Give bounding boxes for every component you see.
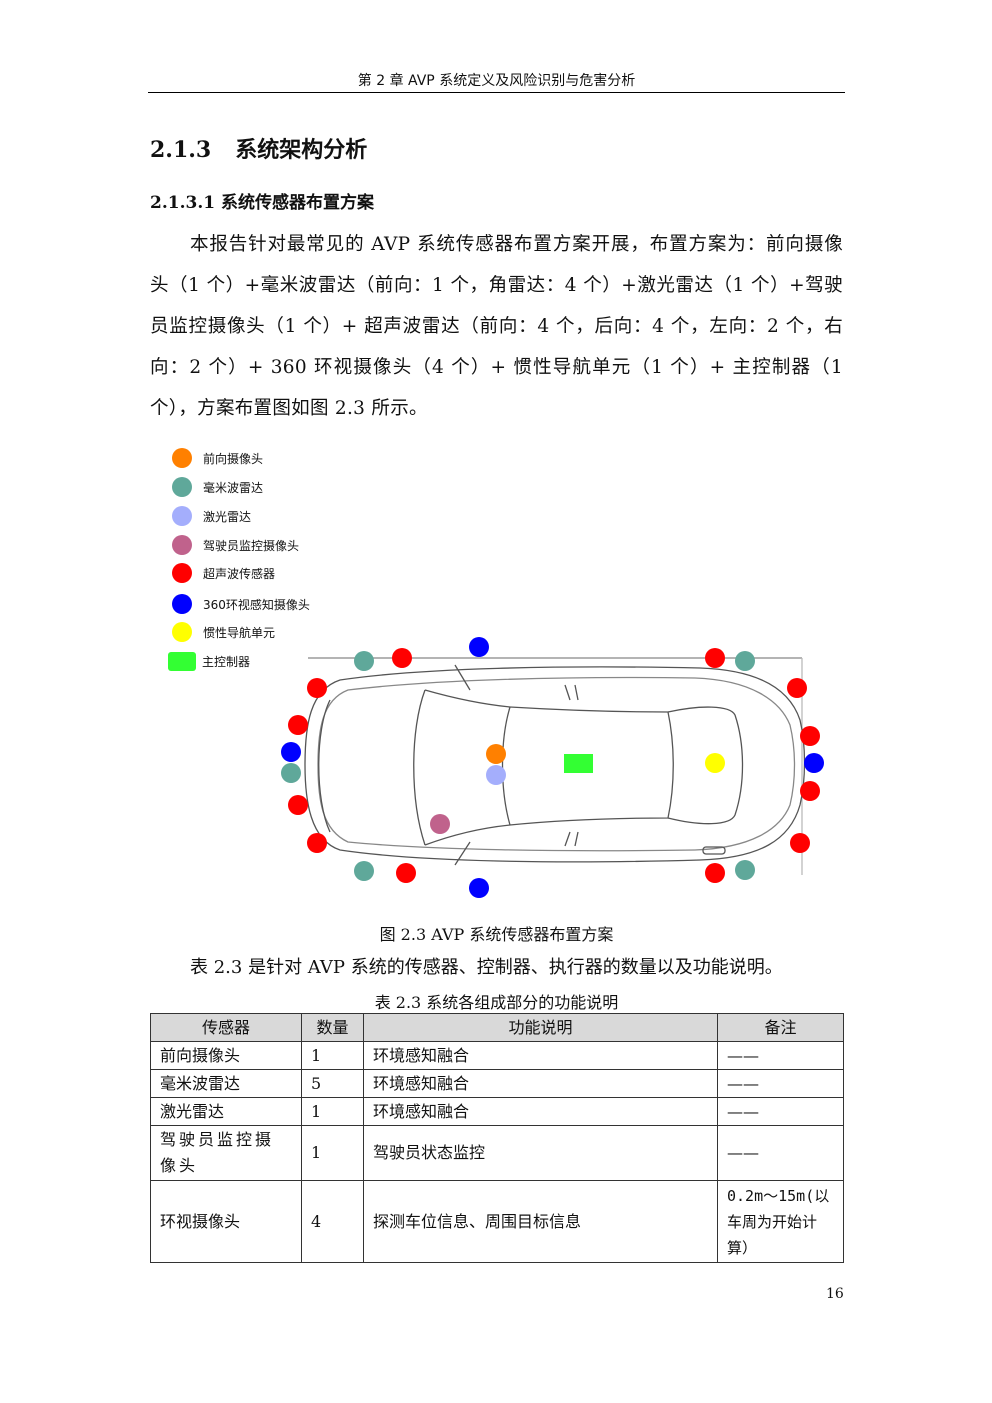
lidar-marker bbox=[486, 765, 506, 785]
cell-function: 环境感知融合 bbox=[363, 1069, 718, 1098]
ultrasonic-sensor-marker bbox=[705, 648, 725, 668]
column-header: 数量 bbox=[301, 1013, 364, 1042]
legend-item: 激光雷达 bbox=[172, 505, 251, 527]
legend-label: 毫米波雷达 bbox=[203, 480, 264, 495]
page-number: 16 bbox=[826, 1286, 844, 1302]
surround-camera-marker bbox=[281, 742, 301, 762]
ultrasonic-sensor-marker bbox=[392, 648, 412, 668]
surround-camera-marker bbox=[804, 753, 824, 773]
ultrasonic-sensor-marker bbox=[705, 863, 725, 883]
table-intro-sentence: 表 2.3 是针对 AVP 系统的传感器、控制器、执行器的数量以及功能说明。 bbox=[190, 957, 783, 978]
legend-label: 前向摄像头 bbox=[203, 451, 264, 466]
mmwave-radar-marker bbox=[735, 651, 755, 671]
column-header: 功能说明 bbox=[363, 1013, 718, 1042]
main-controller-marker bbox=[564, 754, 593, 773]
column-header: 传感器 bbox=[150, 1013, 302, 1042]
running-header: 第 2 章 AVP 系统定义及风险识别与危害分析 bbox=[357, 73, 636, 89]
sensor-markers bbox=[281, 637, 824, 898]
legend-label: 驾驶员监控摄像头 bbox=[203, 538, 300, 553]
mmwave-radar-marker bbox=[735, 860, 755, 880]
cell-function: 环境感知融合 bbox=[363, 1097, 718, 1126]
ultrasonic-sensor-marker bbox=[288, 715, 308, 735]
legend-item: 驾驶员监控摄像头 bbox=[172, 534, 299, 556]
ultrasonic-sensor-marker bbox=[800, 726, 820, 746]
legend-label: 超声波传感器 bbox=[203, 566, 276, 581]
ultrasonic-sensor-marker bbox=[396, 863, 416, 883]
ultrasonic-sensor-marker bbox=[288, 795, 308, 815]
table-caption: 表 2.3 系统各组成部分的功能说明 bbox=[374, 993, 619, 1012]
car-outline bbox=[304, 657, 806, 875]
mmwave-radar-marker bbox=[281, 763, 301, 783]
controller-rect-icon bbox=[168, 651, 196, 671]
legend-item: 主控制器 bbox=[168, 650, 251, 672]
ultrasonic-sensor-marker bbox=[790, 833, 810, 853]
cell-function: 探测车位信息、周围目标信息 bbox=[363, 1180, 718, 1263]
section-number: 2.1.3 bbox=[150, 137, 212, 163]
column-header: 备注 bbox=[717, 1013, 844, 1042]
body-paragraph: 本报告针对最常见的 AVP 系统传感器布置方案开展，布置方案为：前向摄像头（1 … bbox=[150, 234, 843, 419]
legend-item: 360环视感知摄像头 bbox=[172, 593, 310, 615]
legend-item: 毫米波雷达 bbox=[172, 476, 263, 498]
imu-dot-icon bbox=[172, 622, 192, 642]
cell-sensor: 毫米波雷达 bbox=[150, 1069, 302, 1098]
cell-function: 环境感知融合 bbox=[363, 1041, 718, 1070]
subsection-heading: 2.1.3.1 系统传感器布置方案 bbox=[150, 193, 374, 213]
cell-function: 驾驶员状态监控 bbox=[363, 1125, 718, 1181]
legend-label: 360环视感知摄像头 bbox=[203, 597, 310, 612]
cell-sensor: 环视摄像头 bbox=[150, 1180, 302, 1263]
cell-note: —— bbox=[717, 1097, 844, 1126]
ultrasonic-sensor-marker bbox=[787, 678, 807, 698]
legend-item: 超声波传感器 bbox=[172, 562, 275, 584]
ultrasonic-sensor-marker bbox=[307, 678, 327, 698]
cell-count: 1 bbox=[301, 1097, 364, 1126]
front-camera-dot-icon bbox=[172, 448, 192, 468]
legend-item: 惯性导航单元 bbox=[172, 621, 275, 643]
legend-label: 惯性导航单元 bbox=[203, 625, 276, 640]
lidar-dot-icon bbox=[172, 506, 192, 526]
ultrasonic-dot-icon bbox=[172, 563, 192, 583]
cell-count: 1 bbox=[301, 1041, 364, 1070]
driver-monitor-dot-icon bbox=[172, 535, 192, 555]
imu-marker bbox=[705, 753, 725, 773]
ultrasonic-sensor-marker bbox=[307, 833, 327, 853]
driver-monitor-camera-marker bbox=[430, 814, 450, 834]
cell-sensor: 驾驶员监控摄像头 bbox=[150, 1125, 302, 1181]
section-heading: 2.1.3 系统架构分析 bbox=[150, 132, 367, 164]
figure-caption: 图 2.3 AVP 系统传感器布置方案 bbox=[379, 925, 614, 944]
cell-sensor: 前向摄像头 bbox=[150, 1041, 302, 1070]
mmwave-radar-dot-icon bbox=[172, 477, 192, 497]
surround-camera-dot-icon bbox=[172, 594, 192, 614]
legend-label: 主控制器 bbox=[202, 654, 251, 669]
table-header-row: 传感器 数量 功能说明 备注 bbox=[150, 1013, 844, 1042]
cell-count: 5 bbox=[301, 1069, 364, 1098]
cell-note: —— bbox=[717, 1125, 844, 1181]
cell-count: 4 bbox=[301, 1180, 364, 1263]
cell-sensor: 激光雷达 bbox=[150, 1097, 302, 1126]
cell-note: —— bbox=[717, 1069, 844, 1098]
header-divider bbox=[148, 92, 845, 93]
surround-camera-marker bbox=[469, 637, 489, 657]
legend-label: 激光雷达 bbox=[203, 509, 252, 524]
ultrasonic-sensor-marker bbox=[800, 781, 820, 801]
cell-note: 0.2m～15m(以车周为开始计算） bbox=[717, 1180, 844, 1263]
front-camera-marker bbox=[486, 744, 506, 764]
mmwave-radar-marker bbox=[354, 651, 374, 671]
surround-camera-marker bbox=[469, 878, 489, 898]
cell-count: 1 bbox=[301, 1125, 364, 1181]
section-title: 系统架构分析 bbox=[235, 137, 368, 163]
cell-note: —— bbox=[717, 1041, 844, 1070]
legend-item: 前向摄像头 bbox=[172, 447, 263, 469]
mmwave-radar-marker bbox=[354, 861, 374, 881]
